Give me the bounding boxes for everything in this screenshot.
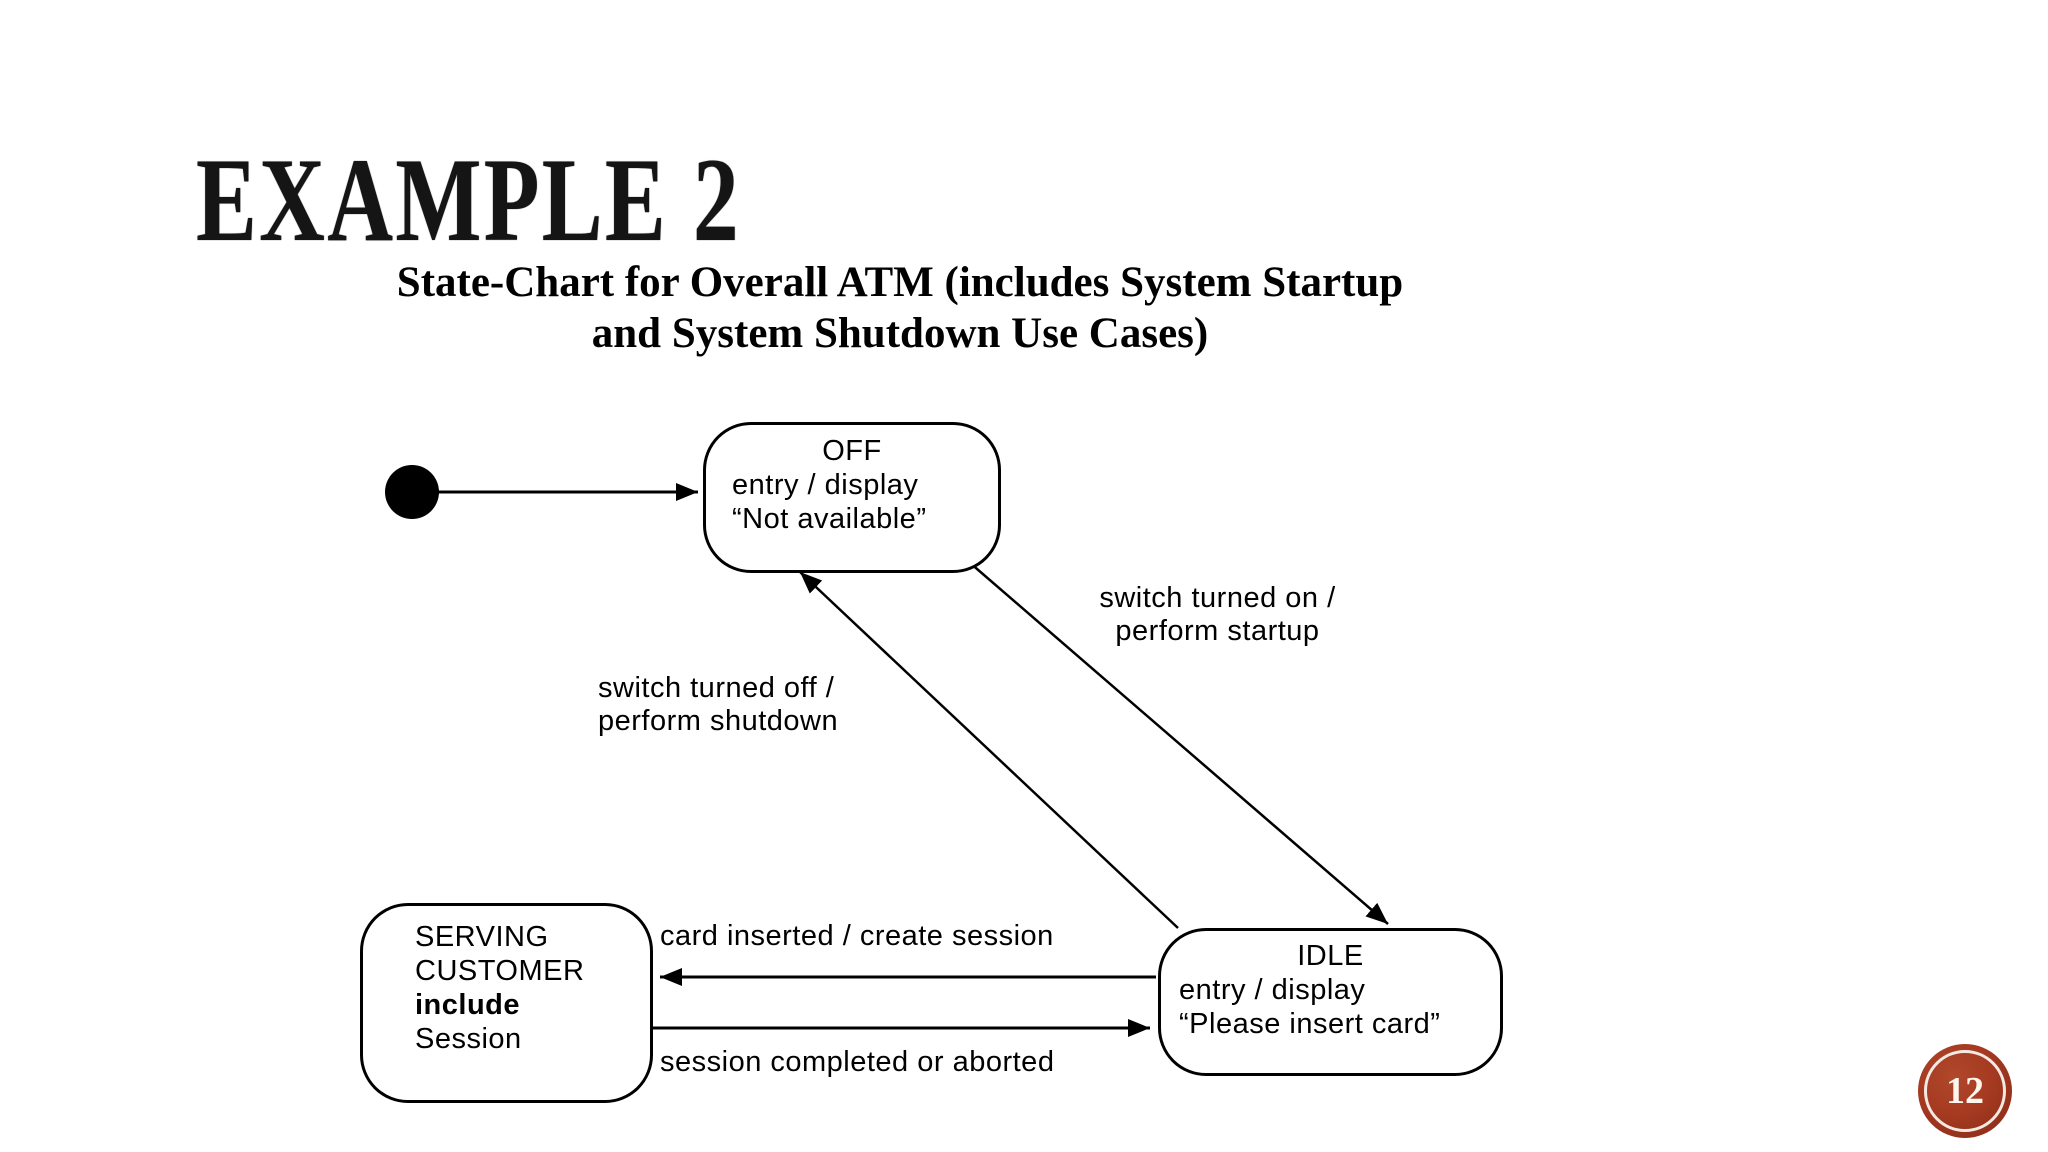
page-title: EXAMPLE 2 xyxy=(196,133,741,266)
state-serving-customer: SERVING CUSTOMER include Session xyxy=(360,903,653,1103)
subtitle-line-1: State-Chart for Overall ATM (includes Sy… xyxy=(396,259,1404,306)
slide-subtitle: State-Chart for Overall ATM (includes Sy… xyxy=(200,258,1600,359)
label-switch-turned-on: switch turned on / perform startup xyxy=(1060,582,1375,648)
page-number-ring: 12 xyxy=(1924,1050,2006,1132)
state-idle-display-text: “Please insert card” xyxy=(1179,1008,1441,1040)
initial-state-dot xyxy=(385,465,439,519)
transition-off-to-idle xyxy=(961,555,1389,925)
label-switch-on-line-1: switch turned on / xyxy=(1099,582,1336,614)
label-switch-off-line-2: perform shutdown xyxy=(598,705,839,737)
label-session-completed: session completed or aborted xyxy=(660,1046,1055,1078)
state-serving-name-line-2: CUSTOMER xyxy=(415,955,585,987)
page-number-badge: 12 xyxy=(1918,1044,2012,1138)
label-switch-turned-off: switch turned off / perform shutdown xyxy=(598,672,838,738)
state-serving-include-keyword: include xyxy=(415,989,521,1021)
state-idle-entry-action: entry / display xyxy=(1179,974,1366,1006)
state-idle: IDLE entry / display “Please insert card… xyxy=(1158,928,1503,1076)
state-idle-name: IDLE xyxy=(1297,940,1364,972)
state-off-name: OFF xyxy=(822,435,882,467)
label-switch-on-line-2: perform startup xyxy=(1115,615,1320,647)
label-switch-off-line-1: switch turned off / xyxy=(598,672,835,704)
page-number: 12 xyxy=(1946,1070,1984,1112)
state-off-display-text: “Not available” xyxy=(732,503,927,535)
subtitle-line-2: and System Shutdown Use Cases) xyxy=(591,309,1209,357)
state-serving-name-line-1: SERVING xyxy=(415,921,549,953)
state-serving-session: Session xyxy=(415,1023,522,1055)
state-off: OFF entry / display “Not available” xyxy=(703,422,1001,573)
transition-idle-to-off xyxy=(799,571,1179,929)
state-off-entry-action: entry / display xyxy=(732,469,919,501)
label-card-inserted: card inserted / create session xyxy=(660,920,1054,952)
